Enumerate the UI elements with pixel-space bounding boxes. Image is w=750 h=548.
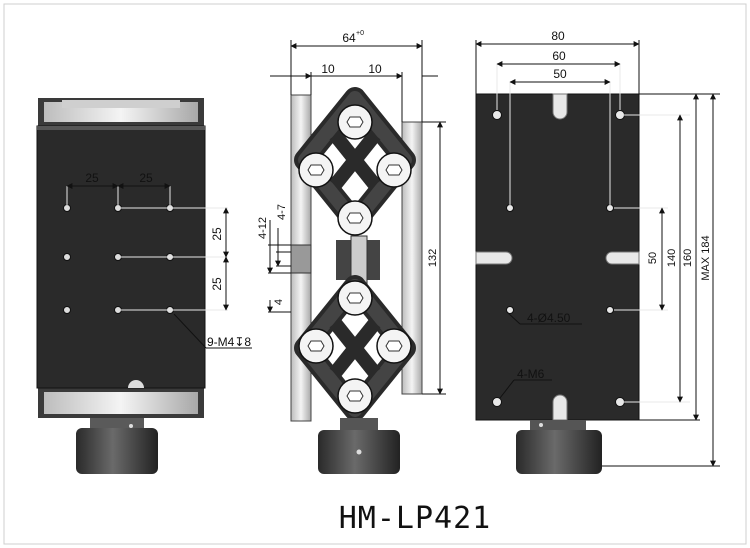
dim-25-h2: 25 — [139, 171, 153, 185]
dim-50-h: 50 — [553, 67, 567, 81]
front-holes — [63, 204, 174, 314]
dim-4-12: 4-12 — [257, 217, 269, 239]
dim-10-right: 10 — [368, 62, 382, 76]
dim-25-v2: 25 — [210, 277, 224, 291]
dim-80: 80 — [551, 29, 565, 43]
side-view: 64 +0 10 10 132 4-12 4-7 4 — [257, 30, 446, 474]
top-knob — [516, 430, 602, 474]
dim-64-tolerance: +0 — [356, 30, 364, 37]
hole-note-4-m6: 4-M6 — [517, 367, 545, 381]
dim-50-v: 50 — [647, 252, 659, 264]
dim-4-7: 4-7 — [276, 204, 288, 220]
top-view: 80 60 50 50 140 160 MAX 184 4-Ø4.50 4-M6 — [475, 29, 720, 474]
dim-25-v1: 25 — [210, 227, 224, 241]
right-slot — [605, 251, 640, 265]
frame-border — [3, 3, 747, 545]
hole-note-4-d450: 4-Ø4.50 — [527, 311, 571, 325]
left-slot — [475, 251, 513, 265]
dim-160: 160 — [682, 249, 694, 267]
dim-max184: MAX 184 — [700, 235, 712, 280]
dim-25-h1: 25 — [85, 171, 99, 185]
top-slot — [552, 93, 568, 120]
rollers — [298, 104, 412, 414]
dim-4: 4 — [273, 299, 285, 305]
dim-64: 64 — [342, 31, 356, 45]
dim-140: 140 — [666, 249, 678, 267]
top-holes — [492, 110, 625, 407]
dim-132: 132 — [427, 249, 439, 267]
model-title: HM-LP421 — [339, 501, 492, 536]
side-right-plate — [401, 121, 423, 395]
front-view: 25 25 25 25 9-M4↧8 — [36, 98, 252, 474]
hole-note-9-m4: 9-M4↧8 — [207, 335, 251, 349]
bottom-slot — [552, 394, 568, 421]
front-knob — [76, 428, 158, 474]
dim-60: 60 — [552, 49, 566, 63]
dim-10-left: 10 — [321, 62, 335, 76]
